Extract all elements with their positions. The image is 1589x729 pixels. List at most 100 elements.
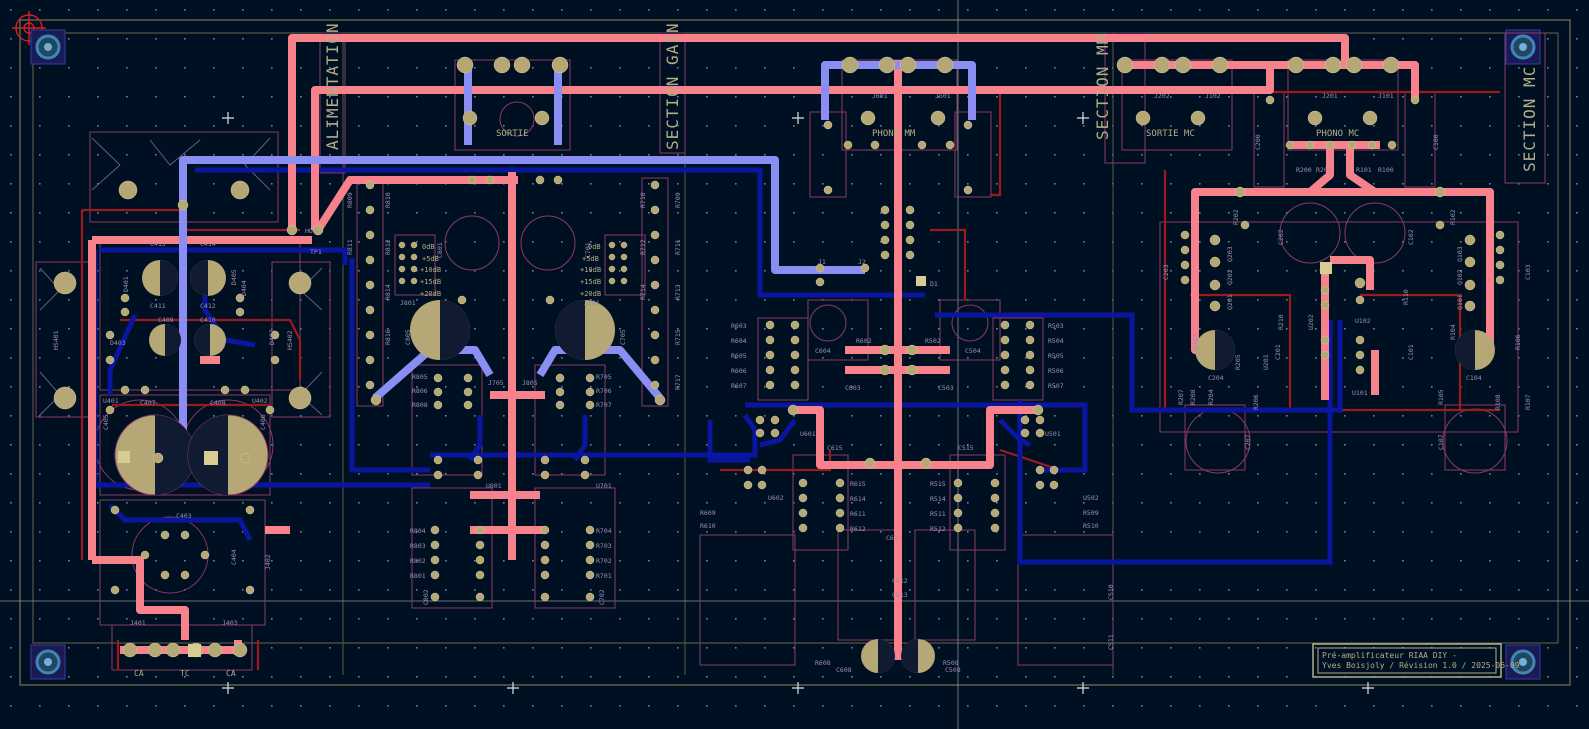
svg-text:J705: J705 [488, 379, 504, 387]
svg-text:D405: D405 [230, 269, 238, 285]
svg-text:R510: R510 [1083, 522, 1099, 530]
gain-option-labels-right: 0dB +5dB +10dB +15dB +20dB [580, 243, 601, 298]
svg-text:+15dB: +15dB [420, 278, 441, 286]
svg-text:R705: R705 [596, 373, 612, 381]
svg-text:R802: R802 [410, 557, 426, 565]
svg-text:R706: R706 [596, 387, 612, 395]
svg-text:C207: C207 [1244, 434, 1252, 450]
pads[interactable] [53, 56, 1505, 658]
svg-text:R107: R107 [1524, 394, 1532, 410]
svg-text:Q102: Q102 [1456, 269, 1464, 285]
svg-text:R614: R614 [850, 495, 866, 503]
svg-text:R712: R712 [639, 239, 647, 255]
svg-text:R805: R805 [412, 373, 428, 381]
svg-text:C203: C203 [1162, 264, 1170, 280]
svg-text:R502: R502 [925, 337, 941, 345]
resistor-pads-gain [365, 175, 666, 602]
capacitor-icon [1455, 330, 1495, 370]
svg-text:R602: R602 [856, 337, 872, 345]
svg-text:R603: R603 [731, 322, 747, 330]
svg-text:R105: R105 [1437, 389, 1445, 405]
svg-text:CA: CA [226, 669, 236, 678]
svg-text:J402: J402 [264, 554, 272, 570]
svg-text:C201: C201 [1274, 344, 1282, 360]
svg-text:R511: R511 [930, 510, 946, 518]
svg-text:R100: R100 [1378, 166, 1394, 174]
svg-text:R604: R604 [731, 337, 747, 345]
svg-text:D1: D1 [930, 280, 938, 288]
svg-text:J501: J501 [935, 92, 951, 100]
square-pads[interactable] [118, 262, 1332, 657]
svg-text:Q103: Q103 [1456, 246, 1464, 262]
svg-text:C701: C701 [584, 242, 592, 258]
svg-text:U202: U202 [1307, 314, 1315, 330]
svg-text:U101: U101 [1352, 389, 1368, 397]
svg-text:R606: R606 [731, 367, 747, 375]
svg-text:J601: J601 [872, 92, 888, 100]
svg-text:J1: J1 [818, 258, 826, 266]
section-label-alim: ALIMENTATION [323, 22, 342, 150]
svg-text:C515: C515 [958, 444, 974, 452]
svg-text:C613: C613 [892, 591, 908, 599]
svg-text:D402: D402 [268, 329, 276, 345]
svg-text:R611: R611 [850, 510, 866, 518]
capacitor-icon [194, 324, 226, 356]
svg-text:C603: C603 [845, 384, 861, 392]
svg-text:R201: R201 [1316, 166, 1332, 174]
svg-text:U801: U801 [486, 482, 502, 490]
svg-text:R210: R210 [1277, 314, 1285, 330]
svg-text:C202: C202 [1277, 229, 1285, 245]
svg-text:R702: R702 [596, 557, 612, 565]
svg-text:R108: R108 [1494, 394, 1502, 410]
svg-text:C805: C805 [404, 329, 412, 345]
svg-text:R711: R711 [674, 239, 682, 255]
position-markers [222, 112, 1374, 694]
svg-text:D403: D403 [110, 339, 126, 347]
designator-labels: HS401 HS402 TP1 HOG C413 C414 C411 C412 … [52, 92, 1532, 674]
mounting-holes[interactable] [30, 29, 1541, 680]
svg-text:R717: R717 [674, 374, 682, 390]
svg-text:C104: C104 [1466, 374, 1482, 382]
svg-text:R709: R709 [674, 192, 682, 208]
svg-text:C608: C608 [836, 666, 852, 674]
svg-text:R514: R514 [930, 495, 946, 503]
svg-text:R710: R710 [639, 192, 647, 208]
svg-text:U602: U602 [768, 494, 784, 502]
resistor-pads-power [105, 199, 324, 658]
svg-text:R505: R505 [1048, 352, 1064, 360]
capacitor-icon [901, 639, 935, 673]
svg-text:R504: R504 [1048, 337, 1064, 345]
svg-text:0dB: 0dB [588, 243, 601, 251]
svg-text:R713: R713 [674, 284, 682, 300]
capacitor-icon [149, 324, 181, 356]
mounting-hole-icon [1505, 29, 1541, 65]
svg-text:R101: R101 [1356, 166, 1372, 174]
svg-text:Q203: Q203 [1226, 246, 1234, 262]
svg-text:D401: D401 [122, 276, 130, 292]
svg-text:+15dB: +15dB [580, 278, 601, 286]
svg-text:C802: C802 [422, 589, 430, 605]
svg-text:R104: R104 [1449, 324, 1457, 340]
connector-pads-gain [456, 56, 569, 126]
svg-text:C612: C612 [892, 577, 908, 585]
svg-text:0dB: 0dB [422, 243, 435, 251]
svg-text:R612: R612 [850, 525, 866, 533]
svg-text:R507: R507 [1048, 382, 1064, 390]
svg-text:R512: R512 [930, 525, 946, 533]
svg-text:R515: R515 [930, 480, 946, 488]
resistor-pads-mm [743, 120, 1059, 533]
svg-text:C615: C615 [827, 444, 843, 452]
svg-text:C107: C107 [1437, 434, 1445, 450]
svg-text:HS401: HS401 [52, 330, 60, 350]
svg-text:J801: J801 [400, 299, 416, 307]
svg-text:C403: C403 [176, 512, 192, 520]
title-block-line2: Yves Boisjoly / Révision 1.0 / 2025-06-0… [1322, 660, 1520, 670]
gain-option-labels-left: 0dB +5dB +10dB +15dB +20dB [420, 243, 441, 298]
svg-text:HS402: HS402 [286, 330, 294, 350]
svg-text:J805: J805 [522, 379, 538, 387]
label-sortie: SORTIE [496, 129, 529, 139]
svg-text:R703: R703 [596, 542, 612, 550]
svg-text:C510: C510 [1107, 584, 1115, 600]
label-phono-mm: PHONO MM [872, 129, 916, 139]
